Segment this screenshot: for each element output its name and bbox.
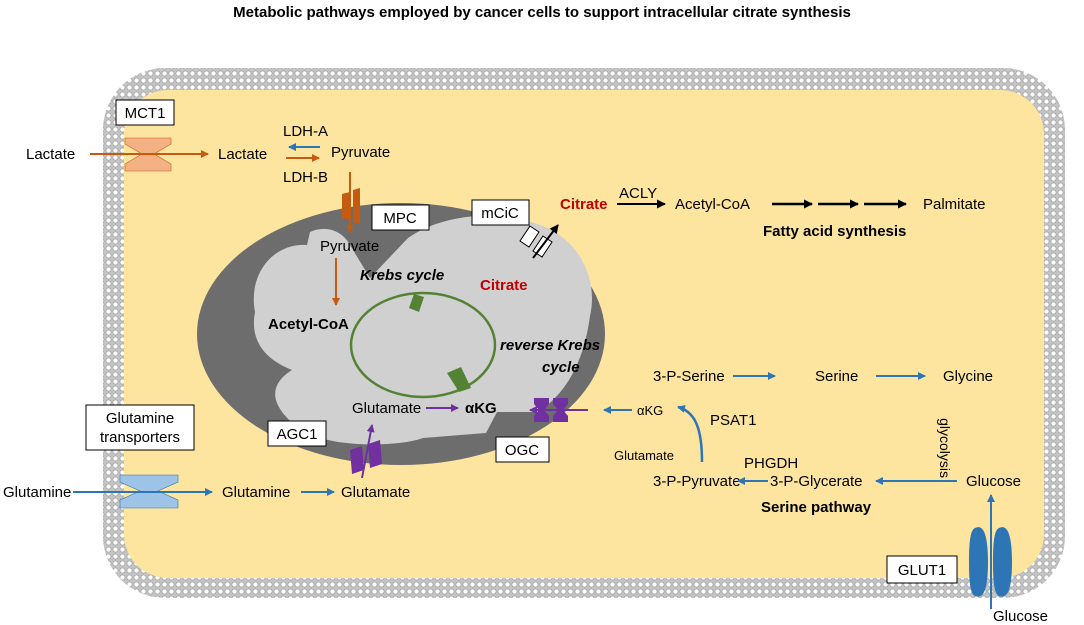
glucose-in-label: Glucose: [966, 473, 1021, 490]
lactate-out-label: Lactate: [26, 146, 75, 163]
ogc-box: [495, 436, 550, 463]
glutamate-cyto-label: Glutamate: [341, 484, 410, 501]
glutamine-transporters-label-line2: transporters: [100, 429, 180, 446]
p-pyruvate-label: 3-P-Pyruvate: [653, 473, 741, 490]
diagram-title: Metabolic pathways employed by cancer ce…: [233, 4, 851, 21]
ldh-b-label: LDH-B: [283, 169, 328, 186]
mpc-box: [371, 204, 430, 231]
psat1-label: PSAT1: [710, 412, 756, 429]
agc1-box: [267, 420, 327, 447]
krebs-cycle-ring: [349, 291, 497, 399]
citrate-cyto-label: Citrate: [560, 196, 608, 213]
ogc-label: OGC: [505, 442, 539, 459]
krebs-arrow-top: [409, 294, 424, 312]
acetyl-coa-mito-label: Acetyl-CoA: [268, 316, 349, 333]
akg-mito-label: αKG: [465, 400, 497, 417]
pyruvate-mito-label: Pyruvate: [320, 238, 379, 255]
glutamate-mito-label: Glutamate: [352, 400, 421, 417]
serine-pathway-label: Serine pathway: [761, 499, 872, 516]
serine-label: Serine: [815, 368, 858, 385]
glucose-out-label: Glucose: [993, 608, 1048, 625]
glycolysis-label: glycolysis: [937, 418, 953, 478]
glut1-transporter-icon: [969, 527, 1012, 597]
glutamate-serine-label: Glutamate: [614, 448, 674, 463]
krebs-cycle-label: Krebs cycle: [360, 267, 444, 284]
psat1-curve-arrow: [677, 405, 704, 463]
reverse-krebs-label-line1: reverse Krebs: [500, 337, 600, 354]
p-serine-label: 3-P-Serine: [653, 368, 725, 385]
citrate-mito-label: Citrate: [480, 277, 528, 294]
mpc-transporter-icon: [342, 188, 360, 224]
glutamine-in-label: Glutamine: [222, 484, 290, 501]
glut1-label: GLUT1: [898, 562, 946, 579]
fatty-acid-synthesis-label: Fatty acid synthesis: [763, 223, 906, 240]
lactate-in-label: Lactate: [218, 146, 267, 163]
ldh-a-label: LDH-A: [283, 123, 328, 140]
mct1-label: MCT1: [125, 105, 166, 122]
agc1-transporter-icon: [350, 440, 382, 474]
akg-cyto-label: αKG: [637, 403, 663, 418]
glutamate-import-arrow: [361, 424, 375, 479]
mcic-label: mCiC: [481, 205, 519, 222]
mpc-label: MPC: [383, 210, 417, 227]
glutamine-transporters-label-line1: Glutamine: [106, 410, 174, 427]
phgdh-label: PHGDH: [744, 455, 798, 472]
mcic-box: [471, 199, 530, 226]
glycine-label: Glycine: [943, 368, 993, 385]
glutamine-transporters-box: [85, 404, 195, 451]
palmitate-label: Palmitate: [923, 196, 986, 213]
reverse-krebs-label-line2: cycle: [542, 359, 580, 376]
acly-label: ACLY: [619, 185, 657, 202]
ogc-transporter-icon: [534, 398, 568, 422]
mcic-transporter-icon: [519, 225, 553, 258]
glut1-box: [886, 555, 958, 584]
mct1-box: [115, 99, 175, 126]
agc1-label: AGC1: [277, 426, 318, 443]
glutamine-out-label: Glutamine: [3, 484, 71, 501]
acetyl-coa-cyto-label: Acetyl-CoA: [675, 196, 750, 213]
mitochondrion-cristae: [253, 215, 592, 445]
krebs-arrow-bottom: [447, 367, 471, 392]
p-glycerate-label: 3-P-Glycerate: [770, 473, 863, 490]
pyruvate-cyto-label: Pyruvate: [331, 144, 390, 161]
citrate-export-arrow: [532, 224, 559, 259]
